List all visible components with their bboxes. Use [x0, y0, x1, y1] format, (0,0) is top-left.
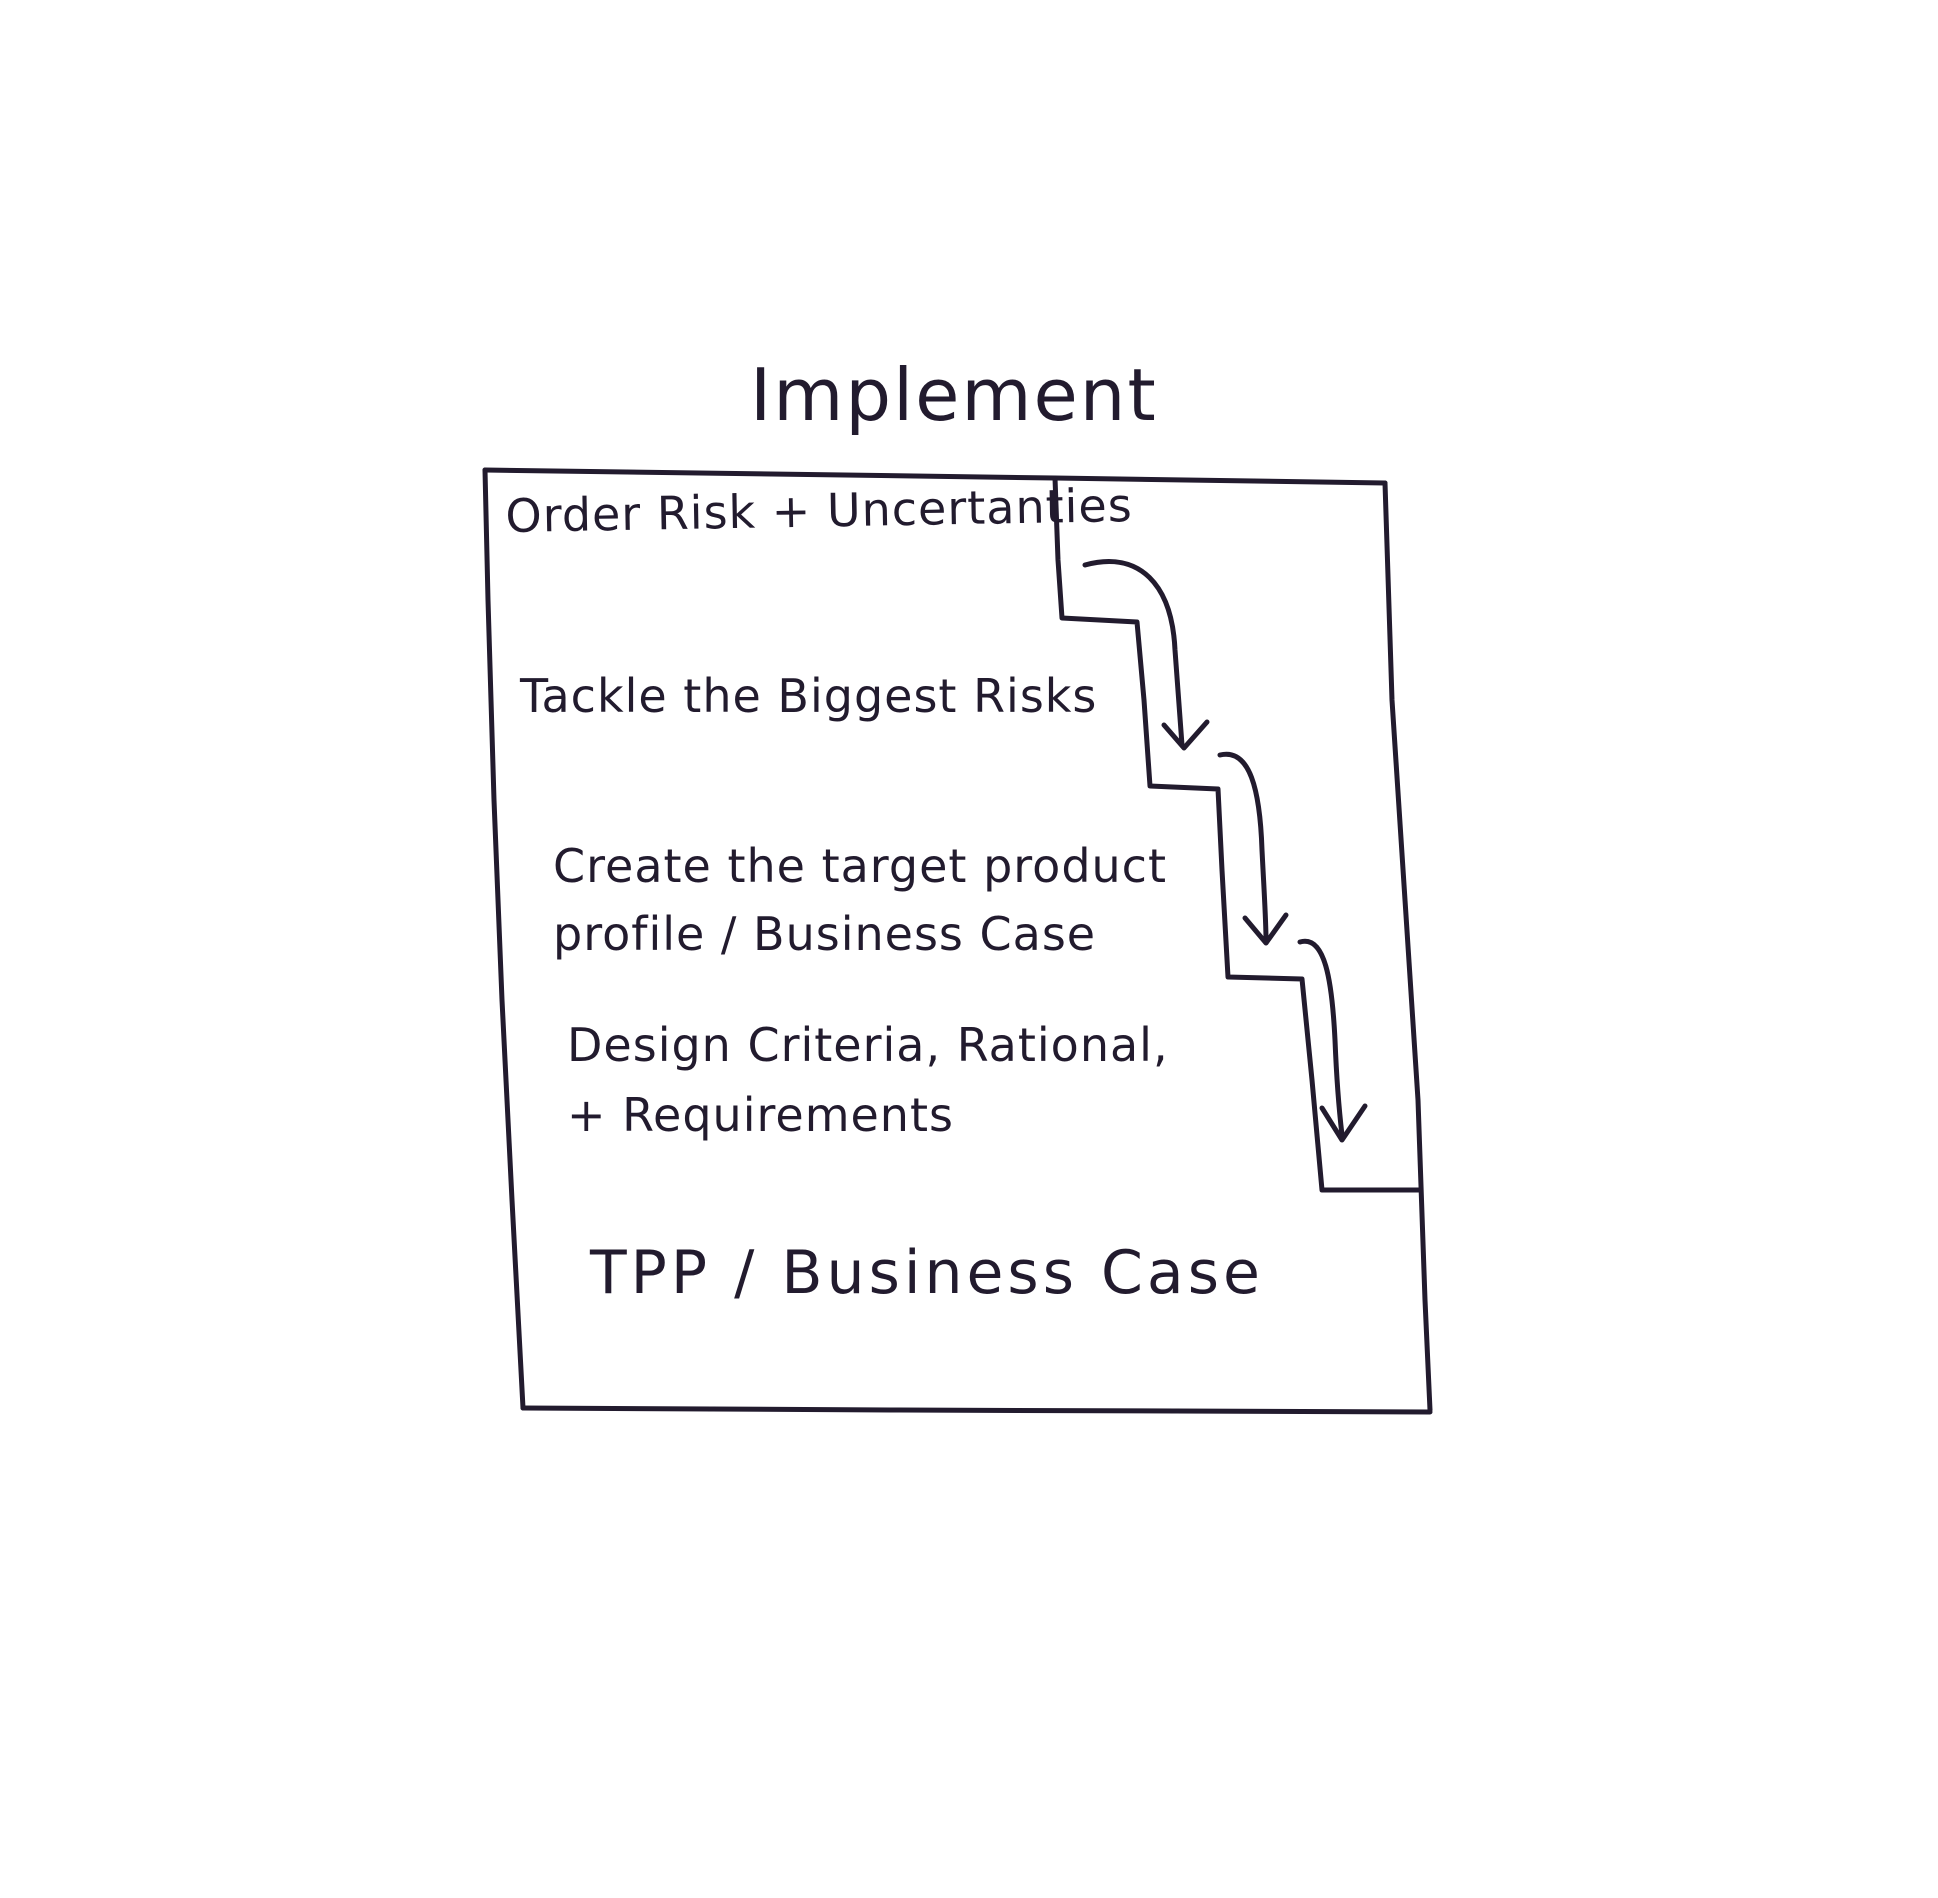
box-left-edge [482, 467, 526, 1411]
box-right-edge [1382, 480, 1433, 1413]
step-tackle-risks: Tackle the Biggest Risks [520, 669, 1098, 723]
staircase-line [1052, 475, 1423, 1193]
step-design-criteria: Design Criteria, Rational, + Requirement… [567, 1018, 1169, 1142]
arrow-3-head [1319, 1103, 1368, 1143]
arrow-1-shaft [1082, 559, 1185, 748]
step-target-product-profile: Create the target product profile / Busi… [553, 839, 1167, 961]
box-bottom-edge [520, 1405, 1433, 1415]
arrow-1-head [1161, 719, 1210, 751]
outcome-label: TPP / Business Case [590, 1238, 1264, 1308]
step-order-risk: Order Risk + Uncertanties [505, 478, 1134, 543]
arrow-2-shaft [1217, 751, 1269, 943]
arrow-3-shaft [1297, 938, 1345, 1138]
diagram-title: Implement [750, 353, 1158, 437]
arrow-2-head [1242, 912, 1289, 946]
